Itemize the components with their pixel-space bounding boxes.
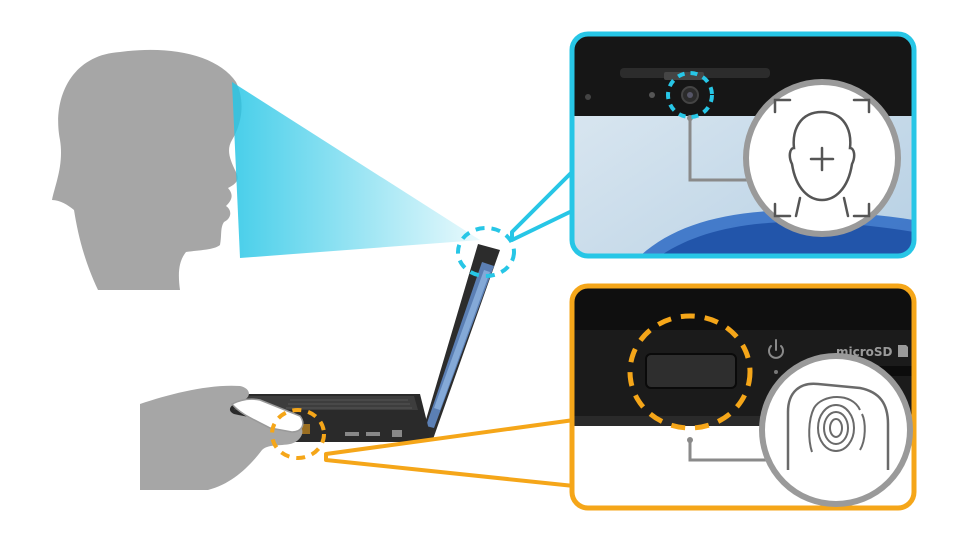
- keyboard: [286, 399, 412, 409]
- ethernet-port: [392, 430, 402, 437]
- camera-callout-circle: [456, 226, 516, 278]
- usb-port: [345, 432, 359, 436]
- fingerprint-icon: [759, 353, 913, 507]
- fingerprint-callout-circle: [270, 408, 326, 460]
- fingerprint-sensor: [645, 353, 737, 389]
- face-scan-icon: [743, 79, 901, 237]
- hand-silhouette: [140, 385, 304, 490]
- camera-callout-pointer: [510, 168, 576, 242]
- sd-card-icon: [898, 345, 908, 357]
- microsd-slot: [862, 366, 914, 376]
- webcam-detail-panel: [569, 31, 917, 259]
- power-icon: [768, 339, 784, 359]
- head-silhouette: [52, 49, 242, 290]
- fingerprint-detail-panel: microSD: [569, 283, 917, 511]
- usb-port: [366, 432, 380, 436]
- face-scan-beam: [232, 82, 480, 258]
